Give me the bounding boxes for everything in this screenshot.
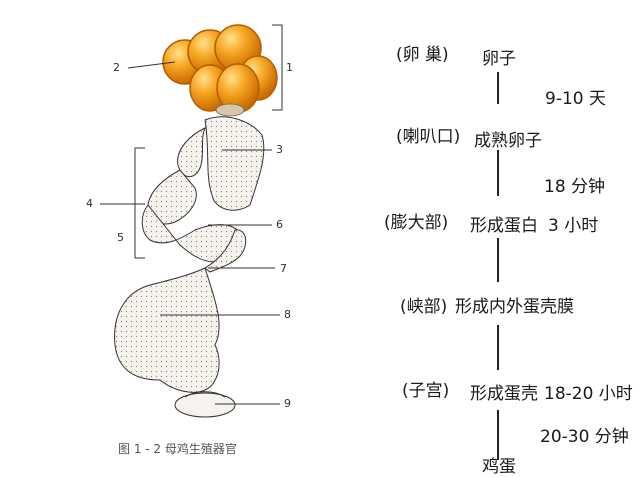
part-number-4: 4 [86, 197, 93, 210]
duration-infundibulum: 18 分钟 [544, 177, 606, 197]
part-number-9: 9 [284, 397, 291, 410]
duration-ovary: 9-10 天 [545, 89, 606, 109]
result-egg: 鸡蛋 [482, 457, 516, 477]
part-number-3: 3 [276, 143, 283, 156]
cloaca [174, 392, 236, 418]
part-number-5: 5 [117, 231, 124, 244]
part-number-8: 8 [284, 308, 291, 321]
bracket-5 [134, 147, 145, 259]
oviduct-tract [114, 116, 265, 393]
stage-infundibulum: (喇叭口) [396, 127, 461, 147]
result-ovum: 卵子 [482, 49, 516, 69]
duration-vagina: 20-30 分钟 [540, 427, 629, 447]
flow-line-4 [497, 325, 499, 370]
flow-line-5 [497, 410, 499, 460]
result-mature-ovum: 成熟卵子 [474, 131, 542, 151]
stage-ovary: (卵 巢) [396, 45, 449, 65]
duration-uterus: 18-20 小时 [544, 384, 633, 404]
result-albumen: 形成蛋白 [470, 216, 538, 236]
part-number-1: 1 [286, 61, 293, 74]
part-number-2: 2 [113, 61, 120, 74]
hen-reproductive-organ-diagram [100, 24, 283, 418]
flow-line-1 [497, 72, 499, 104]
part-number-6: 6 [276, 218, 283, 231]
stage-isthmus: (峡部) [400, 297, 448, 317]
leader-lines [100, 61, 280, 405]
duration-magnum: 3 小时 [548, 216, 599, 236]
flow-line-3 [497, 238, 499, 282]
bracket-1 [272, 24, 283, 111]
stage-magnum: (膨大部) [384, 213, 449, 233]
result-eggshell: 形成蛋壳 [470, 384, 538, 404]
diagram-caption: 图 1 - 2 母鸡生殖器官 [118, 442, 237, 456]
part-number-7: 7 [280, 262, 287, 275]
result-shell-membranes: 形成内外蛋壳膜 [455, 297, 574, 317]
flow-line-2 [497, 150, 499, 196]
stage-uterus: (子宫) [402, 381, 450, 401]
ovary-egg-cluster [162, 24, 278, 117]
